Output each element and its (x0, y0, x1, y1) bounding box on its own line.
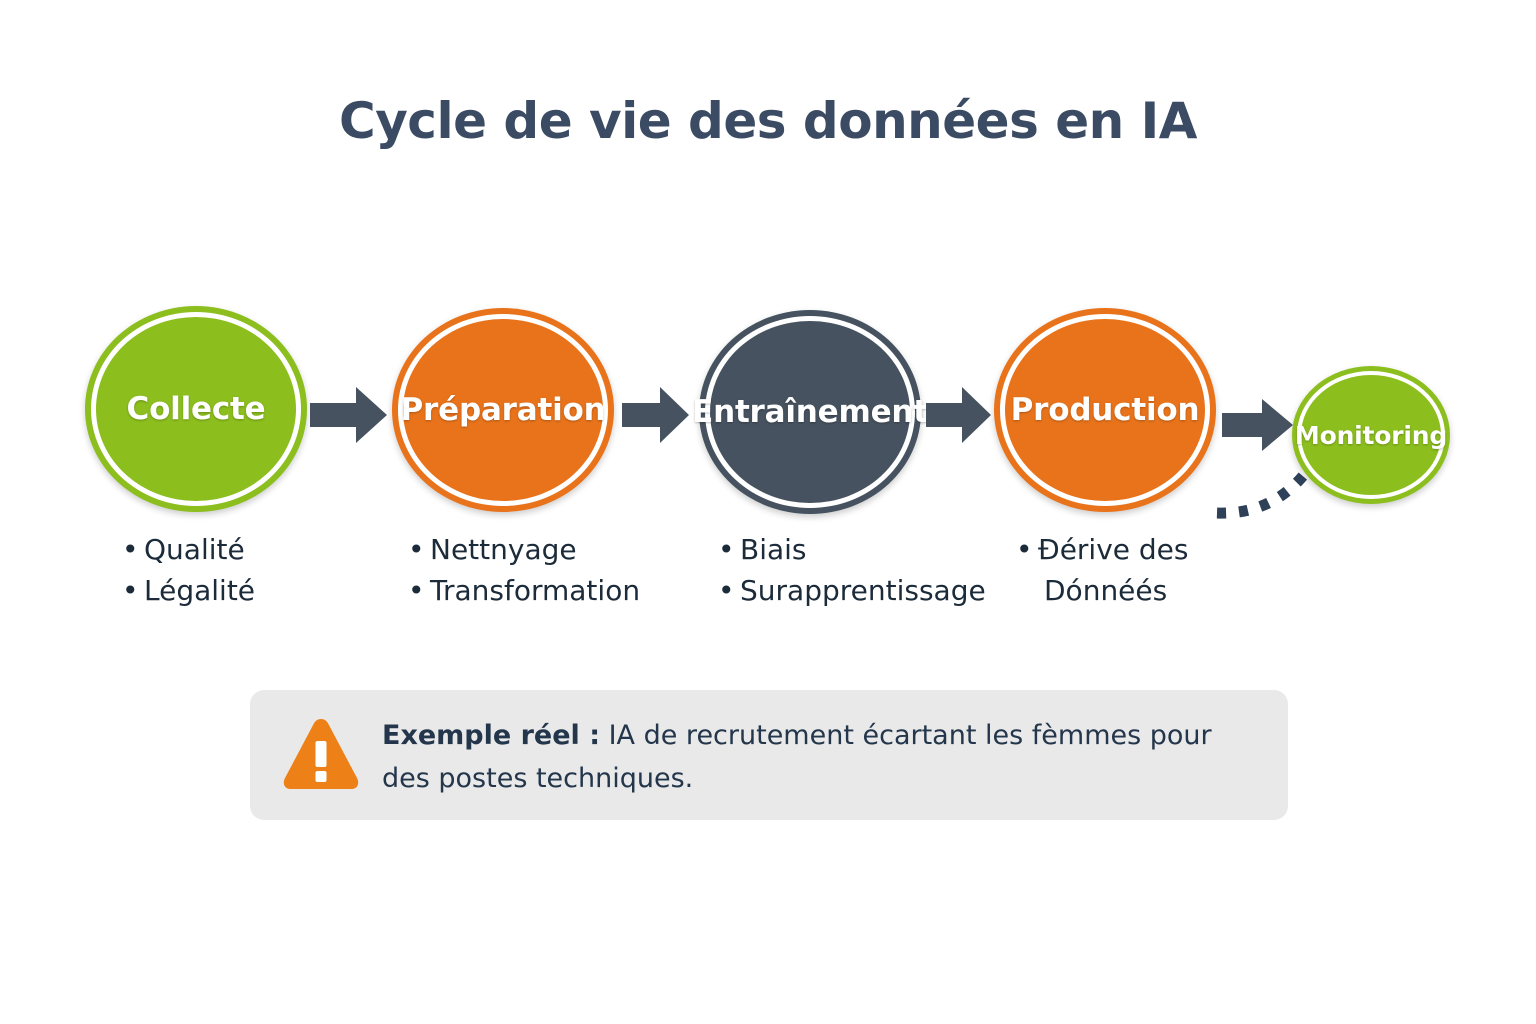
stage-preparation[interactable]: Préparation (392, 308, 614, 512)
stage-inner-ring (1000, 314, 1210, 506)
stage-label-preparation: Préparation (400, 392, 606, 428)
bullet-marker-icon: • (408, 574, 425, 607)
bullet-marker-icon: • (1016, 533, 1033, 566)
stage-label-collecte: Collecte (126, 391, 266, 427)
stage-collecte[interactable]: Collecte (85, 306, 307, 512)
stage-inner-ring (91, 312, 301, 506)
arrow-entrainement-to-production (926, 386, 992, 444)
bullet-text: Transformation (430, 574, 641, 607)
bullet-text: Dónnéés (1044, 574, 1168, 607)
list-item: •Légalité (122, 570, 255, 611)
bullet-text: Légalité (144, 574, 256, 607)
callout-box: Exemple réel : IA de recrutement écartan… (250, 690, 1288, 820)
stage-production[interactable]: Production (994, 308, 1216, 512)
bullet-text: Surapprentissage (740, 574, 986, 607)
bullets-collecte: •Qualité •Légalité (122, 529, 255, 611)
bullets-entrainement: •Biais •Surapprentissage (718, 529, 986, 611)
list-item-continuation: Dónnéés (1016, 570, 1189, 611)
arrow-production-to-monitoring (1222, 398, 1294, 452)
stage-label-production: Production (1010, 392, 1200, 428)
stage-monitoring[interactable]: Monitoring (1292, 366, 1450, 504)
bullet-marker-icon: • (718, 533, 735, 566)
stage-label-entrainement: Entraînement (692, 394, 928, 430)
bullets-preparation: •Nettnyage •Transformation (408, 529, 640, 611)
page-title: Cycle de vie des données en IA (339, 92, 1197, 150)
bullet-text: Biais (740, 533, 807, 566)
arrow-preparation-to-entrainement (622, 386, 690, 444)
list-item: •Ðérive des (1016, 529, 1189, 570)
bullet-marker-icon: • (408, 533, 425, 566)
bullets-production: •Ðérive des Dónnéés (1016, 529, 1189, 611)
feedback-loop-dotted-curve (1195, 455, 1375, 545)
bullet-text: Ðérive des (1038, 533, 1189, 566)
list-item: •Qualité (122, 529, 255, 570)
callout-lead: Exemple réel : (382, 720, 600, 751)
arrow-collecte-to-preparation (310, 386, 388, 444)
callout-body: IA de recrutement écartant les fèmmes po… (382, 720, 1212, 794)
list-item: •Transformation (408, 570, 640, 611)
bullet-marker-icon: • (122, 574, 139, 607)
stage-inner-ring (398, 314, 608, 506)
warning-triangle-icon (282, 716, 360, 792)
stage-label-monitoring: Monitoring (1294, 420, 1448, 450)
list-item: •Nettnyage (408, 529, 640, 570)
bullet-marker-icon: • (122, 533, 139, 566)
bullet-marker-icon: • (718, 574, 735, 607)
list-item: •Biais (718, 529, 986, 570)
stage-inner-ring (705, 316, 915, 508)
stage-inner-ring (1297, 371, 1445, 499)
bullet-text: Qualité (144, 533, 245, 566)
callout-text: Exemple réel : IA de recrutement écartan… (382, 714, 1264, 800)
stage-entrainement[interactable]: Entraînement (692, 310, 928, 514)
bullet-text: Nettnyage (430, 533, 577, 566)
list-item: •Surapprentissage (718, 570, 986, 611)
